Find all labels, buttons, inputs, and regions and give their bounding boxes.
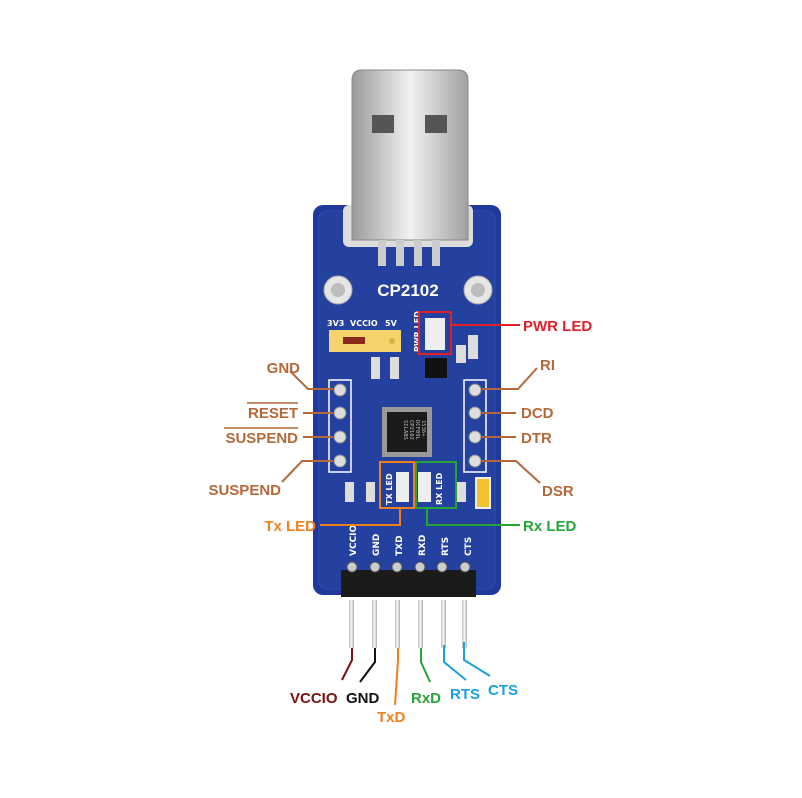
mount-hole-left xyxy=(323,275,353,305)
mount-hole-right xyxy=(463,275,493,305)
label-rts: RTS xyxy=(450,686,480,703)
svg-text:RXD: RXD xyxy=(418,535,428,556)
svg-text:GND: GND xyxy=(372,534,382,556)
right-header xyxy=(463,379,487,473)
label-dtr: DTR xyxy=(521,430,552,447)
svg-text:DCF09L: DCF09L xyxy=(414,420,420,441)
label-reset-active-low: RESET xyxy=(248,405,298,422)
label-dcd: DCD xyxy=(521,405,554,422)
svg-text:RTS: RTS xyxy=(441,537,451,556)
label-dsr: DSR xyxy=(542,483,574,500)
jumper-label-vccio: VCCIO xyxy=(350,319,378,328)
rx-led xyxy=(418,472,431,502)
header-silk-labels: VCCIO GND TXD RXD RTS CTS xyxy=(349,524,474,556)
usb-a-connector xyxy=(343,69,473,266)
svg-text:CP2102: CP2102 xyxy=(408,420,414,440)
silk-pwr-led: PWR LED xyxy=(413,311,422,352)
label-tx-led: Tx LED xyxy=(264,518,316,535)
label-gnd-bottom: GND xyxy=(346,690,380,707)
bottom-pin-header xyxy=(341,561,476,648)
smd-components xyxy=(345,335,491,509)
label-suspend: SUSPEND xyxy=(208,482,281,499)
board-name: CP2102 xyxy=(377,281,438,300)
pcb-board xyxy=(313,205,501,595)
callout-lines xyxy=(281,311,541,706)
left-header xyxy=(328,379,352,473)
svg-text:TXD: TXD xyxy=(395,535,405,556)
jumper-label-5v: 5V xyxy=(385,319,398,328)
tx-led xyxy=(396,472,409,502)
label-suspend-active-low: SUSPEND xyxy=(225,430,298,447)
svg-text:1536+: 1536+ xyxy=(420,420,426,437)
jumper-label-3v3: 3V3 xyxy=(327,319,344,328)
cp2102-chip: SILABS CP2102 DCF09L 1536+ xyxy=(382,407,432,457)
svg-text:SILABS: SILABS xyxy=(402,420,408,440)
label-ri: RI xyxy=(540,357,555,374)
svg-text:CTS: CTS xyxy=(464,537,474,556)
label-pwr-led: PWR LED xyxy=(523,318,592,335)
label-txd: TxD xyxy=(377,709,406,726)
label-rx-led: Rx LED xyxy=(523,518,577,535)
label-rxd: RxD xyxy=(411,690,441,707)
voltage-jumper[interactable] xyxy=(329,330,401,352)
pwr-led xyxy=(425,318,445,350)
silk-rx-led: RX LED xyxy=(435,472,444,505)
label-cts: CTS xyxy=(488,682,518,699)
label-vccio: VCCIO xyxy=(290,690,338,707)
label-gnd: GND xyxy=(267,360,301,377)
svg-text:VCCIO: VCCIO xyxy=(349,524,359,556)
silk-tx-led: TX LED xyxy=(385,473,394,505)
